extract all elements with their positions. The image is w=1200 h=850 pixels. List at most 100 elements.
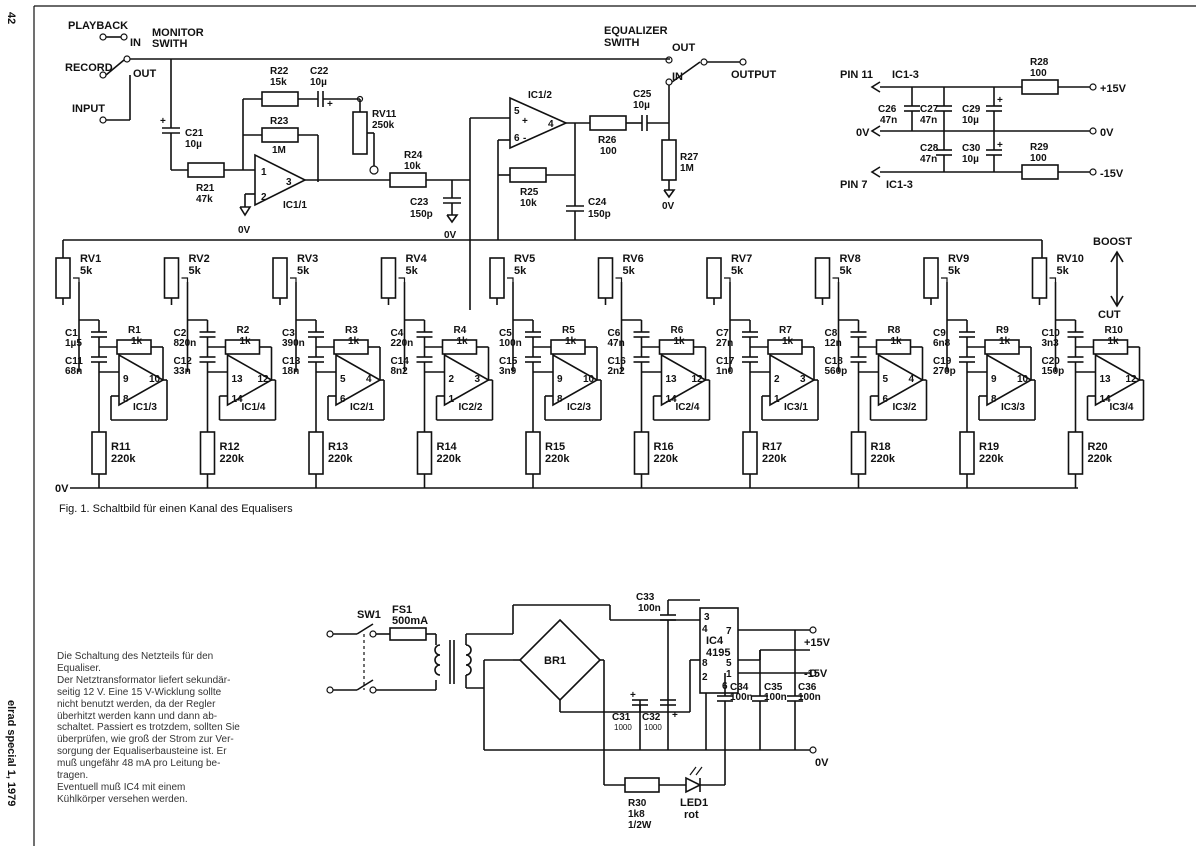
r-value: 1k	[999, 336, 1011, 347]
pin-b: 1	[774, 394, 780, 405]
opamp	[226, 353, 274, 407]
r-label: R1	[128, 325, 141, 336]
rg-value: 220k	[762, 453, 787, 465]
psu-note-line: schaltet. Passiert es trotzdem, sollten …	[57, 722, 240, 734]
c1-label: C10	[1042, 328, 1061, 339]
rv-label: RV10	[1057, 253, 1084, 265]
rv-value: 5k	[80, 265, 93, 277]
c2-value: 33n	[174, 366, 191, 377]
svg-text:100: 100	[1030, 68, 1047, 79]
svg-text:0V: 0V	[238, 225, 251, 236]
label-r30-value: 1k8	[628, 809, 645, 820]
svg-text:C21: C21	[185, 128, 204, 139]
pin-b: 14	[232, 394, 244, 405]
figure-caption: Fig. 1. Schaltbild für einen Kanal des E…	[59, 503, 293, 515]
br1-bridge: BR1	[512, 604, 690, 785]
supply-decoupling: PIN 11 IC1-3 PIN 7 IC1-3 +15V R28 100 0V…	[840, 57, 1127, 191]
svg-text:6: 6	[514, 133, 520, 144]
rg-resistor	[959, 431, 975, 475]
psu-note-line: überhitzt werden kann und dann ab-	[57, 710, 218, 722]
svg-text:PIN 11: PIN 11	[840, 69, 873, 81]
svg-text:+: +	[522, 116, 528, 127]
rv-value: 5k	[189, 265, 202, 277]
svg-text:2: 2	[702, 672, 708, 683]
svg-text:100: 100	[1030, 153, 1047, 164]
label-fs1-value: 500mA	[392, 615, 428, 627]
rg-value: 220k	[220, 453, 245, 465]
c1-label: C5	[499, 328, 512, 339]
label-c36-value: 100n	[798, 692, 821, 703]
pin-a: 13	[232, 374, 244, 385]
feedback-network: + R22 15k C22 10µ R23 1M RV11 250k	[242, 66, 397, 182]
c2-label: C11	[65, 356, 83, 367]
svg-text:PIN 7: PIN 7	[840, 179, 868, 191]
c1-label: C8	[825, 328, 838, 339]
c2-label: C16	[608, 356, 627, 367]
c2-value: 18n	[282, 366, 299, 377]
rg-label: R11	[111, 441, 131, 453]
svg-text:R25: R25	[520, 187, 539, 198]
rv-potentiometer	[814, 257, 831, 299]
svg-text:IC4: IC4	[706, 635, 724, 647]
svg-text:0V: 0V	[1100, 127, 1114, 139]
svg-text:0V: 0V	[444, 230, 457, 241]
psu-note-line: Die Schaltung des Netzteils für den	[57, 651, 214, 662]
label-equalizer-2: SWITH	[604, 37, 639, 49]
svg-text:47n: 47n	[920, 154, 937, 165]
svg-text:RV11: RV11	[372, 109, 397, 120]
label-sw1: SW1	[357, 609, 381, 621]
svg-text:IC1-3: IC1-3	[892, 69, 919, 81]
r-value: 1k	[1108, 336, 1120, 347]
svg-text:+: +	[327, 99, 333, 110]
label-c33-value: 100n	[638, 603, 661, 614]
rv-potentiometer	[1031, 257, 1048, 299]
rg-resistor	[633, 431, 650, 475]
ic4-regulator: 3 4 7 IC4 4195 8 5 1 2 6	[699, 607, 739, 694]
pin-b: 8	[991, 394, 997, 405]
opamp	[552, 353, 599, 407]
rv-value: 5k	[623, 265, 636, 277]
svg-text:4: 4	[702, 624, 708, 635]
filter-bands: RV15kC11µ5C1168nR11k9810IC1/3R11220kRV25…	[55, 253, 1145, 488]
c1-value: 220n	[391, 338, 414, 349]
svg-text:10µ: 10µ	[962, 154, 979, 165]
svg-text:5: 5	[514, 106, 520, 117]
ic-label: IC3/2	[893, 402, 917, 413]
svg-text:R24: R24	[404, 150, 423, 161]
pin-b: 6	[883, 394, 889, 405]
svg-text:R23: R23	[270, 116, 289, 127]
rv-value: 5k	[948, 265, 961, 277]
psu-note-line: Kühlkörper versehen werden.	[57, 793, 188, 805]
svg-text:47n: 47n	[880, 115, 897, 126]
rv-value: 5k	[1057, 265, 1070, 277]
svg-text:10µ: 10µ	[633, 100, 650, 111]
svg-text:+: +	[997, 140, 1003, 151]
r-label: R4	[454, 325, 467, 336]
label-c32: C32	[642, 712, 661, 723]
svg-text:+: +	[630, 690, 636, 701]
c2-value: 150p	[1042, 366, 1065, 377]
pin-a: 13	[666, 374, 678, 385]
rg-value: 220k	[437, 453, 462, 465]
label-c35: C35	[764, 682, 783, 693]
pin-a: 9	[557, 374, 563, 385]
svg-text:C28: C28	[920, 143, 939, 154]
c2-label: C15	[499, 356, 518, 367]
rg-resistor	[91, 431, 107, 475]
rv-potentiometer	[380, 257, 397, 299]
r21-resistor	[187, 162, 225, 178]
pin-out: 12	[258, 374, 270, 385]
c1-label: C3	[282, 328, 295, 339]
c2-label: C14	[391, 356, 410, 367]
page-number: 42	[5, 12, 17, 24]
svg-text:C25: C25	[633, 89, 652, 100]
opamp	[769, 353, 816, 407]
label-playback: PLAYBACK	[68, 20, 128, 32]
pin-b: 1	[449, 394, 455, 405]
pin-out: 10	[583, 374, 595, 385]
